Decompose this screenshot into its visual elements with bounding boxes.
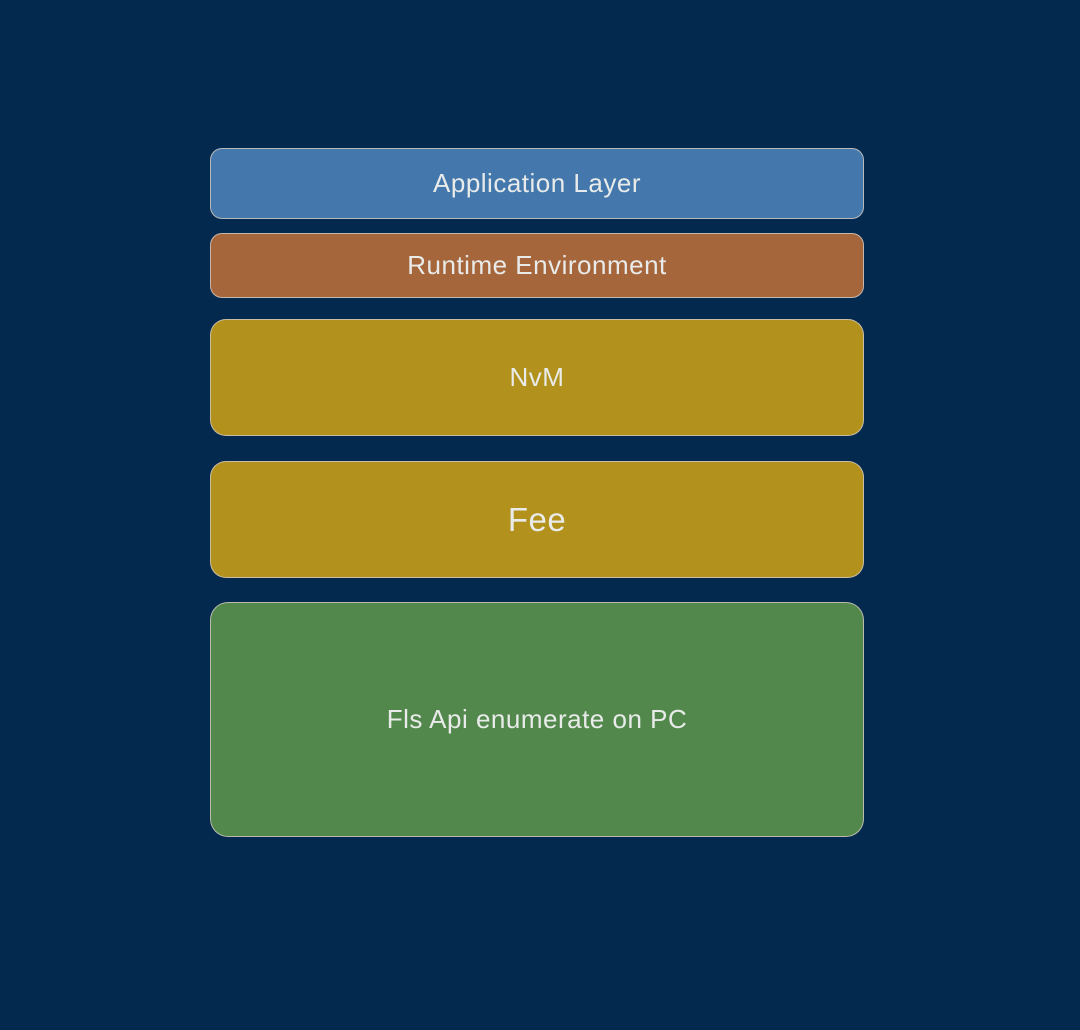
layer-application: Application Layer <box>210 148 864 219</box>
layer-fee: Fee <box>210 461 864 578</box>
layer-fls-api: Fls Api enumerate on PC <box>210 602 864 837</box>
layer-runtime-environment-label: Runtime Environment <box>407 250 667 280</box>
layer-fee-label: Fee <box>507 500 567 538</box>
layer-runtime-environment: Runtime Environment <box>210 233 864 298</box>
layer-nvm-label: NvM <box>509 362 565 392</box>
layer-nvm: NvM <box>210 319 864 436</box>
layer-application-label: Application Layer <box>433 168 641 198</box>
layer-fls-api-label: Fls Api enumerate on PC <box>386 704 688 734</box>
